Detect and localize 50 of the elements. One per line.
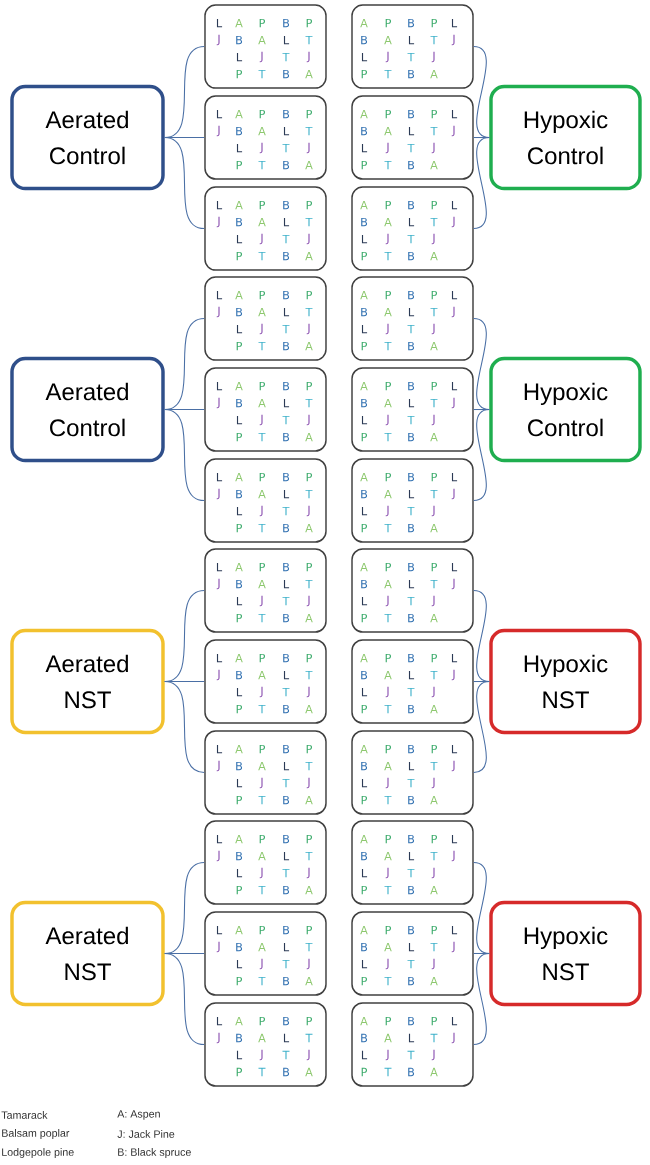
treatment-box: Hypoxic Control	[489, 84, 642, 191]
tray-box: L A P B P J B A L T L J T J P T B A	[204, 548, 327, 633]
treatment-box: Hypoxic NST	[489, 628, 642, 735]
treatment-box: Aerated Control	[10, 84, 165, 191]
tray-box: L A P B P J B A L T L J T J P T B A	[204, 458, 327, 543]
tray-box: A P B P L B A L T J L J T J P T B A	[351, 730, 474, 815]
tray-box: A P B P L B A L T J L J T J P T B A	[351, 911, 474, 996]
tray-box: A P B P L B A L T J L J T J P T B A	[351, 1002, 474, 1087]
connector-line	[473, 408, 490, 502]
legend-text: J: Jack Pine	[117, 1130, 175, 1138]
treatment-box: Hypoxic Control	[489, 356, 642, 463]
connector-line	[473, 46, 490, 139]
tray-box: L A P B P J B A L T L J T J P T B A	[204, 911, 327, 996]
connector-line	[473, 590, 490, 683]
legend-text: Lodgepole pine	[2, 1148, 74, 1158]
connector-line	[164, 136, 205, 230]
tray-box: L A P B P J B A L T L J T J P T B A	[204, 276, 327, 361]
tray-box: L A P B P J B A L T L J T J P T B A	[204, 367, 327, 452]
legend-text: B: Black spruce	[118, 1148, 191, 1158]
tray-box: A P B P L B A L T J L J T J P T B A	[351, 548, 474, 633]
legend-text: Balsam poplar	[2, 1129, 70, 1139]
tray-box: A P B P L B A L T J L J T J P T B A	[351, 458, 474, 543]
connector-line	[473, 680, 490, 774]
tray-box: L A P B P J B A L T L J T J P T B A	[204, 820, 327, 905]
tray-box: A P B P L B A L T J L J T J P T B A	[351, 186, 474, 271]
tray-box: L A P B P J B A L T L J T J P T B A	[204, 1002, 327, 1087]
connector-line	[473, 136, 490, 230]
tray-box: A P B P L B A L T J L J T J P T B A	[351, 276, 474, 361]
tray-box: L A P B P J B A L T L J T J P T B A	[204, 639, 327, 724]
connector-line	[164, 952, 205, 1046]
tray-box: A P B P L B A L T J L J T J P T B A	[351, 95, 474, 180]
tray-box: A P B P L B A L T J L J T J P T B A	[351, 639, 474, 724]
treatment-box: Aerated NST	[10, 900, 165, 1007]
connector-line	[164, 680, 205, 774]
treatment-box: Hypoxic NST	[489, 900, 642, 1007]
tray-box: A P B P L B A L T J L J T J P T B A	[351, 367, 474, 452]
connector-line	[473, 861, 490, 955]
connector-line	[164, 408, 205, 502]
connector-line	[473, 952, 490, 1046]
legend-text: Tamarack	[1, 1111, 48, 1119]
tray-box: L A P B P J B A L T L J T J P T B A	[204, 186, 327, 271]
tray-box: L A P B P J B A L T L J T J P T B A	[204, 95, 327, 180]
tray-box: L A P B P J B A L T L J T J P T B A	[204, 730, 327, 815]
tray-box: L A P B P J B A L T L J T J P T B A	[204, 4, 327, 89]
tray-box: A P B P L B A L T J L J T J P T B A	[351, 820, 474, 905]
tray-box: A P B P L B A L T J L J T J P T B A	[351, 4, 474, 89]
legend-text: A: Aspen	[117, 1110, 160, 1120]
connector-line	[473, 318, 490, 411]
treatment-box: Aerated Control	[10, 356, 165, 463]
treatment-box: Aerated NST	[10, 628, 165, 735]
